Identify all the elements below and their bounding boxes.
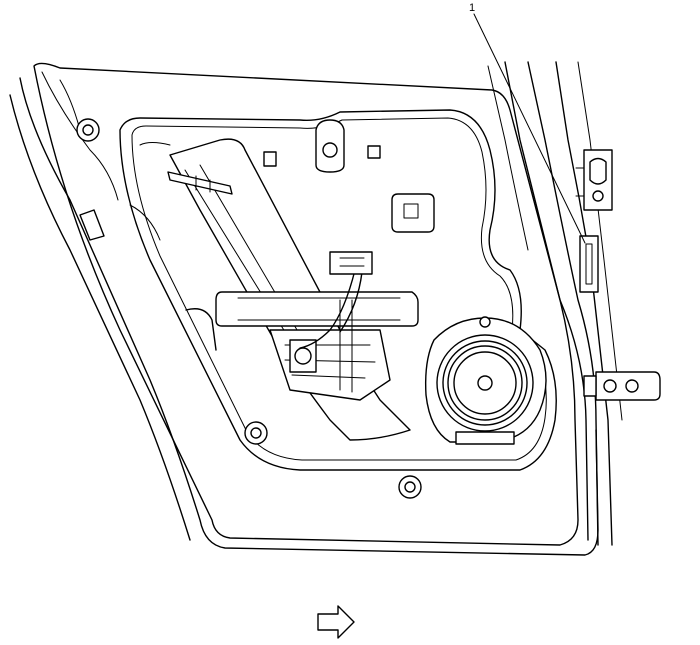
mounting-hole xyxy=(398,475,422,499)
mounting-hole xyxy=(76,118,100,142)
door-hinge-lower xyxy=(583,371,661,401)
mounting-hole xyxy=(244,421,268,445)
door-check-strap xyxy=(579,235,599,293)
left-trim-details xyxy=(79,204,217,351)
callout-1: 1 xyxy=(469,2,586,244)
door-edge-pillar xyxy=(487,61,623,546)
window-regulator-rail xyxy=(167,138,411,441)
connector xyxy=(329,251,373,275)
door-outer-shell xyxy=(9,62,599,556)
speaker xyxy=(424,316,547,445)
callout-number: 1 xyxy=(469,2,475,14)
upper-clips xyxy=(263,119,435,233)
door-latch-upper xyxy=(575,149,613,211)
regulator-motor-assembly xyxy=(215,291,419,401)
square-plug xyxy=(391,193,435,233)
callout-leader-line xyxy=(473,13,586,244)
wiring-harness xyxy=(299,251,373,349)
mounting-holes xyxy=(76,118,422,499)
outline-right-arrow-icon xyxy=(317,605,355,639)
